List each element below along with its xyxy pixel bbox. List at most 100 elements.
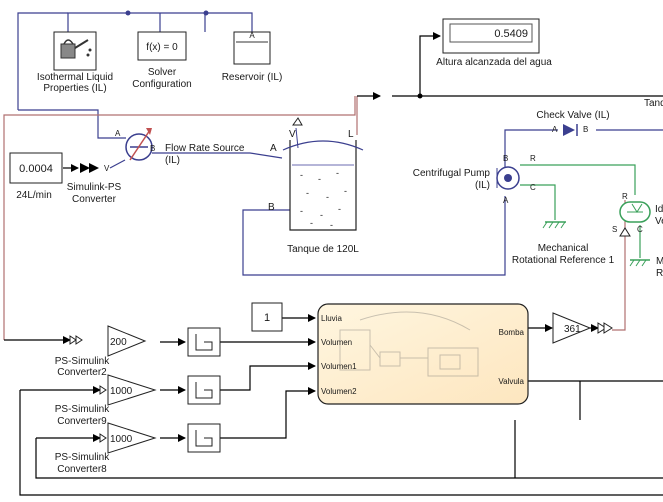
port-label: R <box>622 192 628 201</box>
truncated-label: Tanq <box>644 98 663 109</box>
tank-block[interactable]: --- --- --- -- V L B Tanque de 120L <box>268 117 364 255</box>
physical-network-wires <box>17 12 663 276</box>
block-label: (IL) <box>475 180 490 191</box>
hold-block-1[interactable] <box>187 327 221 357</box>
ideal-velocity-source-block[interactable]: R C S Id Ve <box>612 192 663 237</box>
block-label: Converter9 <box>57 416 107 427</box>
block-label: Mechanical <box>538 243 589 254</box>
port-label: A <box>503 196 509 205</box>
constant-flow-block[interactable]: 0.0004 24L/min <box>9 152 63 201</box>
port-label: V <box>289 129 296 140</box>
port-label: C <box>530 183 536 192</box>
block-label: Converter8 <box>57 464 107 475</box>
junction-dot <box>203 10 209 16</box>
port-label: A <box>115 129 121 138</box>
watering-can-icon <box>60 39 92 59</box>
svg-text:-: - <box>336 168 339 178</box>
block-label: Converter2 <box>57 367 107 378</box>
block-label: Flow Rate Source <box>165 143 245 154</box>
solver-text: f(x) = 0 <box>146 42 178 53</box>
block-label: (IL) <box>165 155 180 166</box>
port-label: A <box>249 31 255 40</box>
block-label: Simulink-PS <box>67 182 122 193</box>
input-port-label: Volumen1 <box>321 362 357 371</box>
block-label: Reservoir (IL) <box>222 72 283 83</box>
block-label: Ve <box>655 216 663 227</box>
block-label: Id <box>655 204 663 215</box>
port-label: R <box>530 154 536 163</box>
reservoir-block[interactable]: A Reservoir (IL) <box>222 31 283 83</box>
output-port-label: Bomba <box>499 328 525 337</box>
constant-value: 0.0004 <box>19 163 53 175</box>
ps-simulink-converter9-block[interactable]: 1000 PS-Simulink Converter9 <box>55 374 157 427</box>
simulink-ps-converter-block[interactable]: V Simulink-PS Converter <box>67 159 126 205</box>
port-label: B <box>583 125 588 134</box>
hold-block-2[interactable] <box>187 375 221 405</box>
port-label: A <box>270 143 277 154</box>
hold-block-3[interactable] <box>187 423 221 453</box>
svg-text:-: - <box>338 204 341 214</box>
port-label: S <box>612 225 617 234</box>
constant-value: 1 <box>264 312 270 324</box>
signal-wires <box>4 32 663 496</box>
measurement-wires <box>3 96 626 340</box>
block-label: PS-Simulink <box>55 356 110 367</box>
mechanical-reference-block[interactable]: Mechanical Rotational Reference 1 <box>512 221 615 266</box>
junction-dot <box>125 10 131 16</box>
gain-value: 1000 <box>110 434 133 445</box>
block-label: Check Valve (IL) <box>536 110 609 121</box>
block-label: Altura alcanzada del agua <box>436 57 552 68</box>
ps-simulink-converter2-block[interactable]: 200 PS-Simulink Converter2 <box>55 325 147 378</box>
tank-liquid: --- --- --- -- <box>300 168 347 230</box>
port-label: A <box>552 125 558 134</box>
svg-text:-: - <box>326 192 329 202</box>
solver-configuration-block[interactable]: f(x) = 0 Solver Configuration <box>132 31 192 90</box>
port-label: B <box>503 154 508 163</box>
block-label: M <box>656 256 663 267</box>
control-subsystem-block[interactable]: Lluvia Volumen Volumen1 Volumen2 Bomba V… <box>317 303 529 405</box>
gain-value: 1000 <box>110 386 133 397</box>
port-label: B <box>150 144 155 153</box>
block-label: PS-Simulink <box>55 452 110 463</box>
block-label: Isothermal Liquid <box>37 72 113 83</box>
svg-text:-: - <box>330 220 333 230</box>
svg-text:-: - <box>306 188 309 198</box>
output-port-label: Valvula <box>498 377 524 386</box>
port-label: C <box>637 225 643 234</box>
ps-simulink-converter8-block[interactable]: 1000 PS-Simulink Converter8 <box>55 422 157 475</box>
check-valve-block[interactable]: A B Check Valve (IL) <box>536 110 610 136</box>
gain-value: 200 <box>110 337 127 348</box>
block-label: Tanque de 120L <box>287 244 359 255</box>
mechanical-reference-2-block[interactable]: M R <box>629 256 663 279</box>
subsystem-preview <box>339 311 479 377</box>
input-port-label: Lluvia <box>321 314 342 323</box>
port-label: L <box>348 129 354 140</box>
junction-dot <box>417 93 423 99</box>
display-value: 0.5409 <box>494 28 528 40</box>
svg-text:-: - <box>300 170 303 180</box>
svg-text:-: - <box>320 210 323 220</box>
block-label: Converter <box>72 194 117 205</box>
constant-one-block[interactable]: 1 <box>251 302 283 332</box>
flow-rate-source-block[interactable]: A B Flow Rate Source (IL) <box>115 128 245 166</box>
svg-text:-: - <box>310 218 313 228</box>
block-label: Rotational Reference 1 <box>512 255 615 266</box>
block-label: 24L/min <box>16 190 52 201</box>
input-port-label: Volumen <box>321 338 352 347</box>
input-port-label: Volumen2 <box>321 387 357 396</box>
block-label: Properties (IL) <box>43 83 106 94</box>
gain-361-block[interactable]: 361 <box>552 312 613 344</box>
block-label: Configuration <box>132 79 191 90</box>
svg-text:-: - <box>318 174 321 184</box>
isothermal-liquid-properties-block[interactable]: Isothermal Liquid Properties (IL) <box>37 31 113 94</box>
block-label: Centrifugal Pump <box>413 168 491 179</box>
block-label: PS-Simulink <box>55 404 110 415</box>
gain-value: 361 <box>564 324 581 335</box>
centrifugal-pump-block[interactable]: B R C A Centrifugal Pump (IL) <box>413 154 536 205</box>
port-label: B <box>268 202 275 213</box>
svg-text:-: - <box>300 206 303 216</box>
mechanical-wires <box>520 164 641 258</box>
display-block[interactable]: 0.5409 Altura alcanzada del agua <box>436 18 552 68</box>
